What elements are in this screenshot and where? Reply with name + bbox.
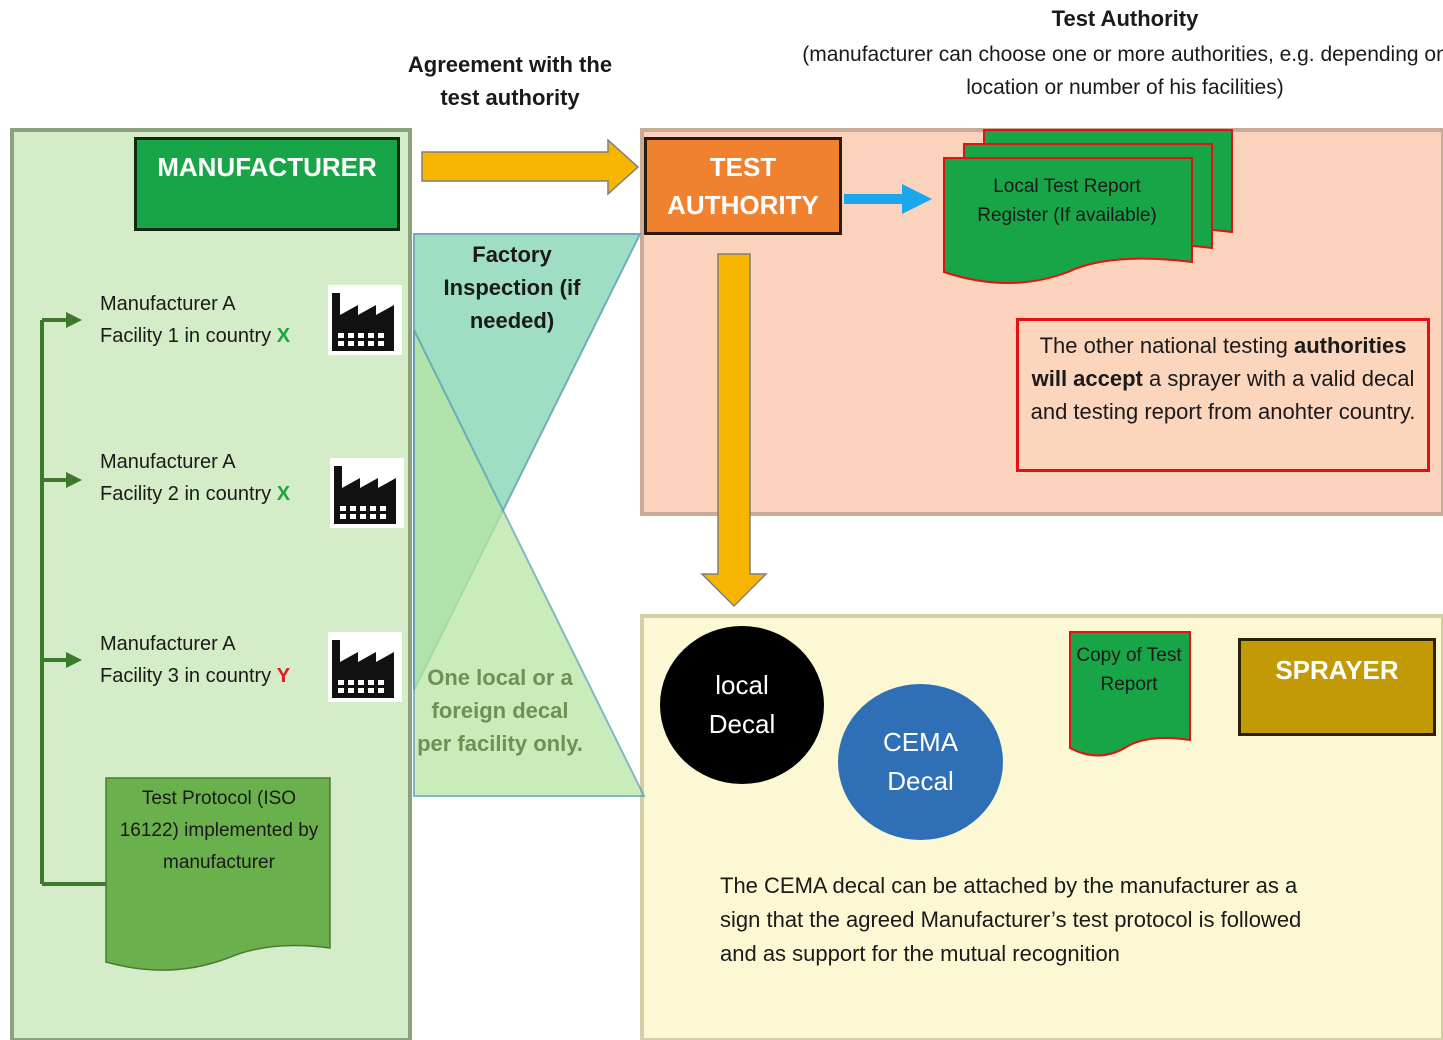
decal-per-facility-label: One local or a foreign decal per facilit… bbox=[417, 665, 583, 756]
register-arrow bbox=[844, 184, 932, 214]
factory-icon bbox=[328, 285, 402, 355]
cema-decal: CEMA Decal bbox=[838, 684, 1003, 840]
facility-prefix: Facility 3 in country bbox=[100, 665, 277, 687]
register-document-front bbox=[943, 157, 1193, 284]
note-text-emphasis: authorities will accept bbox=[1031, 333, 1407, 391]
facility-location: Facility 2 in country X bbox=[100, 478, 290, 510]
manufacturer-box: MANUFACTURER bbox=[134, 137, 400, 231]
cema-note: The CEMA decal can be attached by the ma… bbox=[720, 873, 1302, 966]
facility-connectors bbox=[40, 312, 106, 886]
sprayer-label: SPRAYER bbox=[1275, 655, 1399, 685]
factory-inspection-label: Factory Inspection (if needed) bbox=[443, 242, 581, 333]
mutual-acceptance-note: The other national testing authorities w… bbox=[1016, 318, 1430, 472]
copy-report-label: Copy of Test Report bbox=[1076, 645, 1182, 695]
factory-icon bbox=[328, 632, 402, 702]
test-authority-title: Test Authority bbox=[1051, 6, 1199, 31]
note-text-end: a sprayer with a valid decal and testing… bbox=[1030, 366, 1416, 424]
manufacturer-label: MANUFACTURER bbox=[157, 152, 377, 182]
local-decal: local Decal bbox=[660, 626, 824, 784]
factory-icon bbox=[330, 458, 404, 528]
cema-decal-label: CEMA Decal bbox=[882, 727, 959, 796]
protocol-document bbox=[105, 777, 331, 971]
sprayer-box: SPRAYER bbox=[1238, 638, 1436, 736]
decal-per-facility-triangle bbox=[413, 329, 646, 797]
country-mark: X bbox=[276, 325, 291, 347]
facility-location: Facility 1 in country X bbox=[100, 320, 290, 352]
local-decal-label: local Decal bbox=[708, 670, 776, 739]
local-register-label: Local Test Report Register (If available… bbox=[977, 176, 1157, 226]
facility-item: Manufacturer A Facility 1 in country X bbox=[100, 288, 290, 352]
copy-report-document bbox=[1069, 631, 1191, 757]
facility-location: Facility 3 in country Y bbox=[100, 660, 290, 692]
agreement-arrow bbox=[421, 138, 640, 196]
country-mark: X bbox=[276, 483, 291, 505]
facility-prefix: Facility 2 in country bbox=[100, 483, 277, 505]
test-authority-subtitle: (manufacturer can choose one or more aut… bbox=[802, 43, 1443, 99]
test-authority-box: TEST AUTHORITY bbox=[644, 137, 842, 235]
test-authority-label: TEST AUTHORITY bbox=[667, 152, 819, 220]
facility-prefix: Facility 1 in country bbox=[100, 325, 277, 347]
facility-item: Manufacturer A Facility 2 in country X bbox=[100, 446, 290, 510]
decal-down-arrow bbox=[700, 253, 768, 608]
country-mark: Y bbox=[276, 665, 291, 687]
test-protocol-text: Test Protocol (ISO 16122) implemented by… bbox=[119, 788, 319, 873]
facility-manufacturer: Manufacturer A bbox=[100, 293, 236, 315]
facility-manufacturer: Manufacturer A bbox=[100, 633, 236, 655]
agreement-label: Agreement with the test authority bbox=[407, 52, 613, 110]
note-text-start: The other national testing bbox=[1039, 333, 1288, 358]
facility-item: Manufacturer A Facility 3 in country Y bbox=[100, 628, 290, 692]
facility-manufacturer: Manufacturer A bbox=[100, 451, 236, 473]
